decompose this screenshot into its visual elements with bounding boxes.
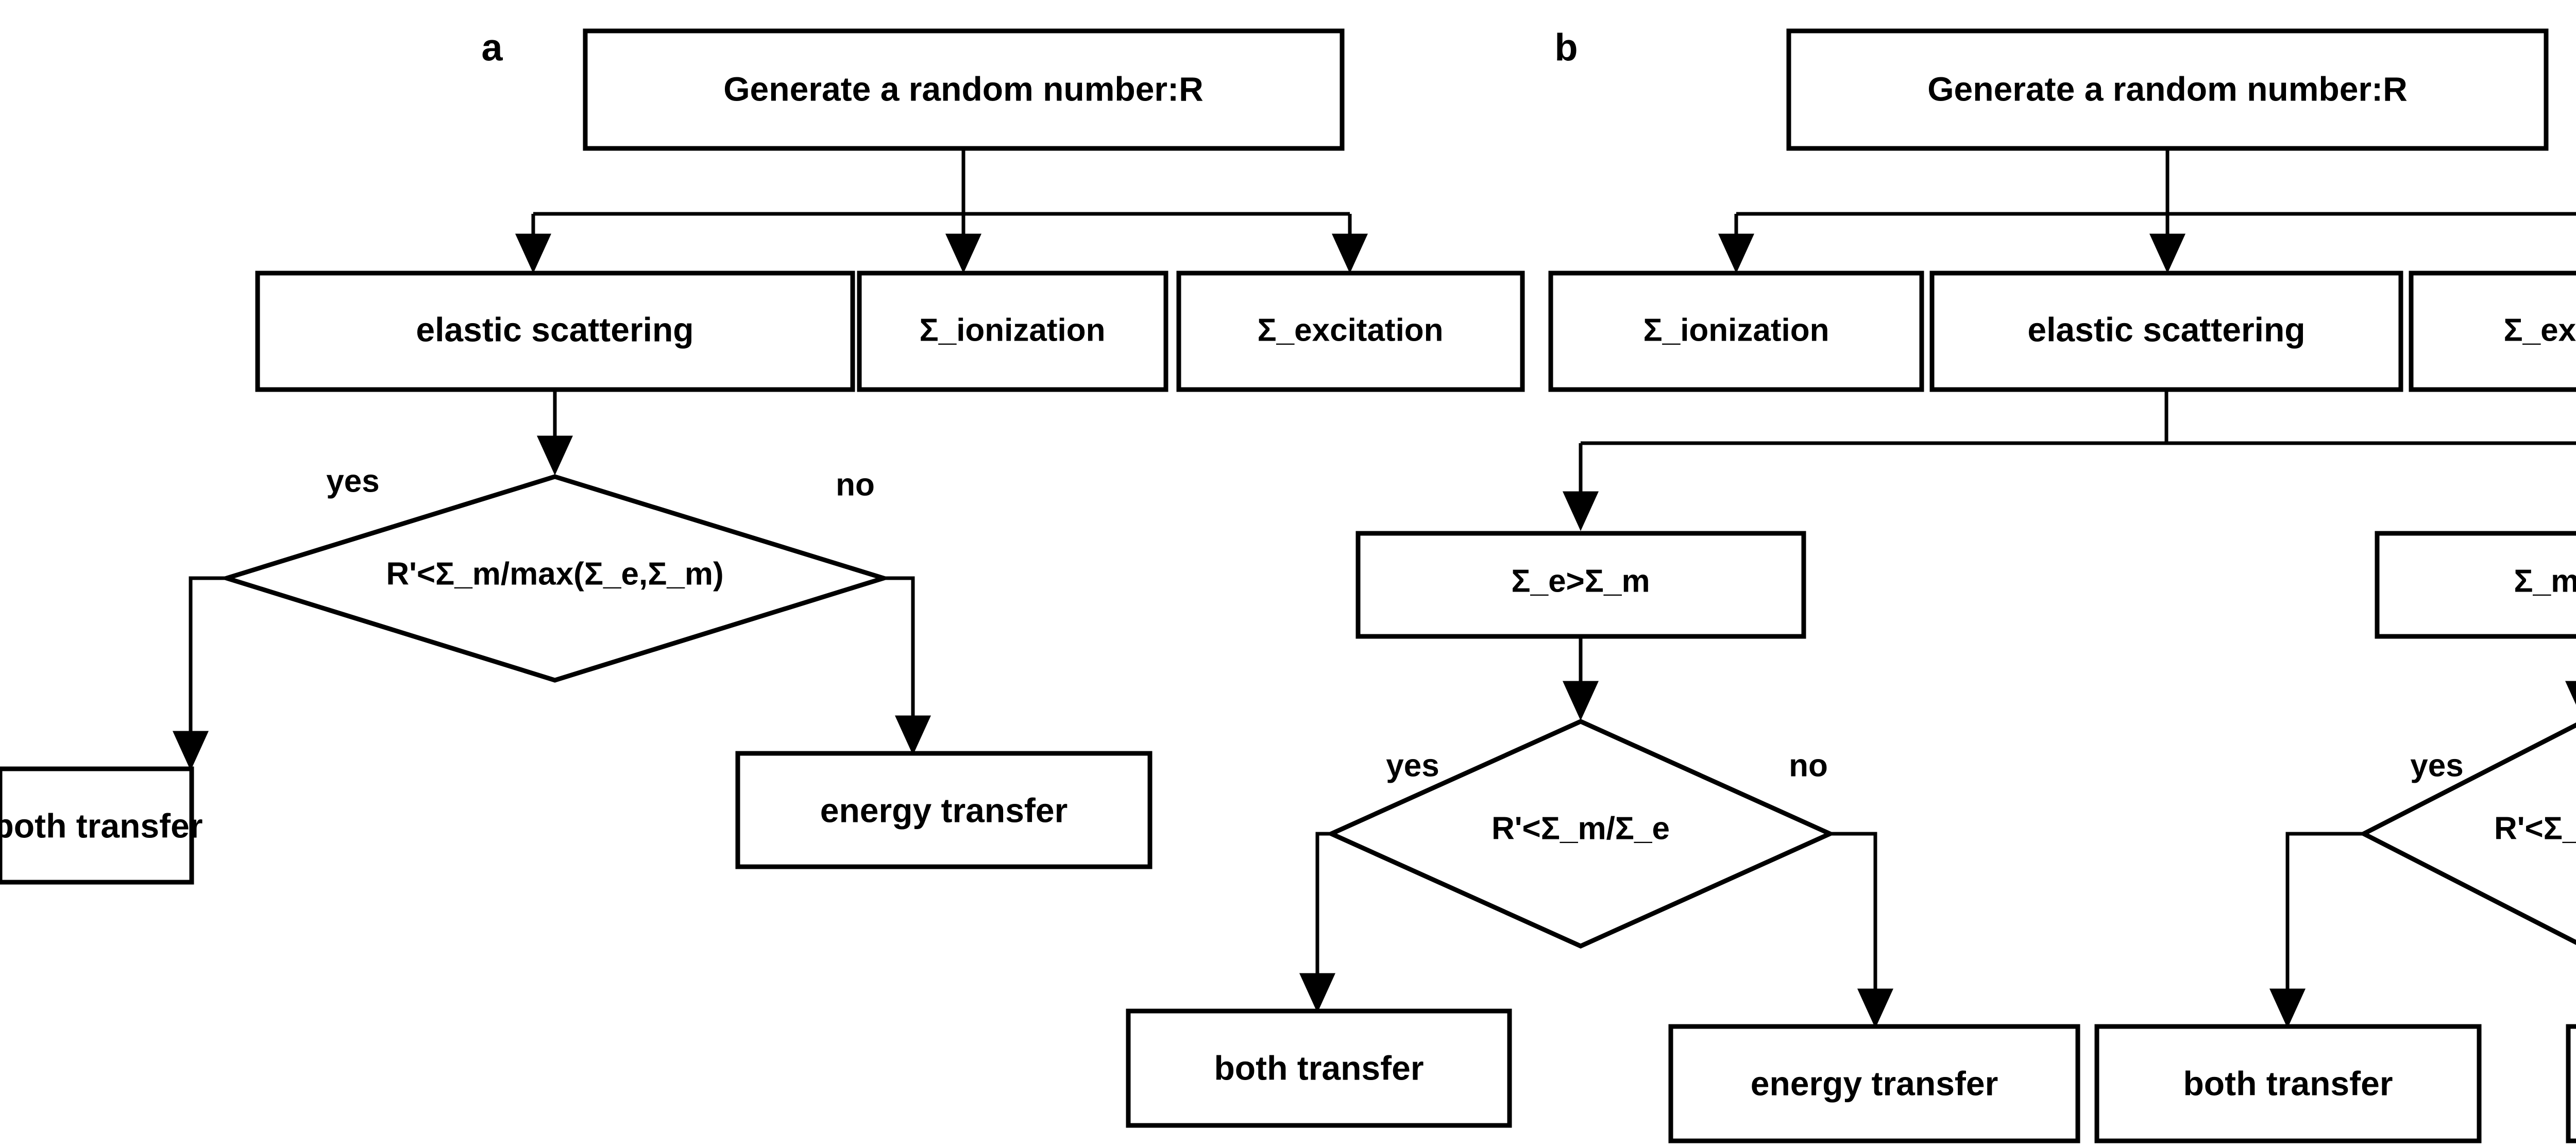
panel-b-excitation-box[interactable] xyxy=(2409,271,2576,392)
panel-b-cmp-left-box[interactable] xyxy=(1355,531,1806,639)
panel-b-yes-left-label: yes xyxy=(1386,748,1439,783)
edge-a-yes-to-both-transfer xyxy=(173,576,227,771)
panel-a-ionization-box[interactable] xyxy=(857,271,1168,392)
edge-a-no-to-energy-transfer xyxy=(884,576,931,755)
panel-a-energy-transfer-box[interactable] xyxy=(735,751,1153,869)
panel-b-energy-transfer-label: energy transfer xyxy=(1751,1064,1998,1102)
panel-b-elastic-label: elastic scattering xyxy=(2027,310,2305,348)
panel-b-decision-left-label: R'<Σ_m/Σ_e xyxy=(1492,811,1670,846)
panel-a-excitation-box[interactable] xyxy=(1176,271,1525,392)
panel-a-ionization-label: Σ_ionization xyxy=(920,312,1106,348)
panel-b-ionization-box[interactable] xyxy=(1548,271,1924,392)
panel-b-decision-right-diamond[interactable] xyxy=(2359,721,2576,946)
panel-a: a Generate a random number:R elastic sca… xyxy=(0,26,1525,885)
panel-a-elastic-label: elastic scattering xyxy=(416,310,693,348)
edge-b-no-left-to-energy-transfer xyxy=(1830,832,1893,1029)
panel-b-decision-right-label: R'<Σ_e/Σ_m xyxy=(2494,811,2576,846)
panel-b-both-transfer-left-box[interactable] xyxy=(1126,1008,1512,1128)
panel-a-label: a xyxy=(481,26,503,69)
panel-b-cmp-right-label: Σ_m>Σ_e xyxy=(2514,563,2576,599)
panel-b-both-transfer-right-label: both transfer xyxy=(2183,1064,2393,1102)
panel-a-no-label: no xyxy=(836,467,875,502)
panel-b-momentum-transfer-box[interactable] xyxy=(2566,1024,2576,1143)
panel-b-start-label: Generate a random number:R xyxy=(1927,70,2408,108)
panel-b-cmp-left-label: Σ_e>Σ_m xyxy=(1511,563,1650,599)
panel-a-decision-diamond[interactable] xyxy=(218,474,892,683)
panel-b-label: b xyxy=(1554,26,1578,69)
panel-a-both-transfer-box[interactable] xyxy=(0,766,194,885)
panel-a-start-label: Generate a random number:R xyxy=(723,70,1204,108)
panel-b-both-transfer-left-label: both transfer xyxy=(1214,1049,1423,1087)
panel-b-both-transfer-right-box[interactable] xyxy=(2094,1024,2482,1143)
panel-a-yes-label: yes xyxy=(326,463,379,499)
panel-b-no-left-label: no xyxy=(1789,748,1828,783)
panel-b: b Generate a random number:R Σ_ionizatio… xyxy=(1126,26,2576,1143)
edge-b-yes-left-to-both-transfer xyxy=(1299,832,1335,1013)
edge-b-yes-right-to-both-transfer xyxy=(2269,832,2364,1029)
panel-a-energy-transfer-label: energy transfer xyxy=(820,791,1068,829)
panel-b-yes-right-label: yes xyxy=(2410,748,2463,783)
panel-a-start-box[interactable] xyxy=(583,28,1345,151)
panel-b-excitation-label: Σ_excitation xyxy=(2503,312,2576,348)
panel-a-decision-label: R'<Σ_m/max(Σ_e,Σ_m) xyxy=(386,556,723,592)
panel-b-cmp-right-box[interactable] xyxy=(2375,531,2576,639)
panel-b-decision-left-diamond[interactable] xyxy=(1326,719,1836,949)
panel-b-ionization-label: Σ_ionization xyxy=(1643,312,1829,348)
panel-b-energy-transfer-box[interactable] xyxy=(1668,1024,2080,1143)
panel-a-both-transfer-label: both transfer xyxy=(0,806,203,845)
panel-a-excitation-label: Σ_excitation xyxy=(1257,312,1443,348)
